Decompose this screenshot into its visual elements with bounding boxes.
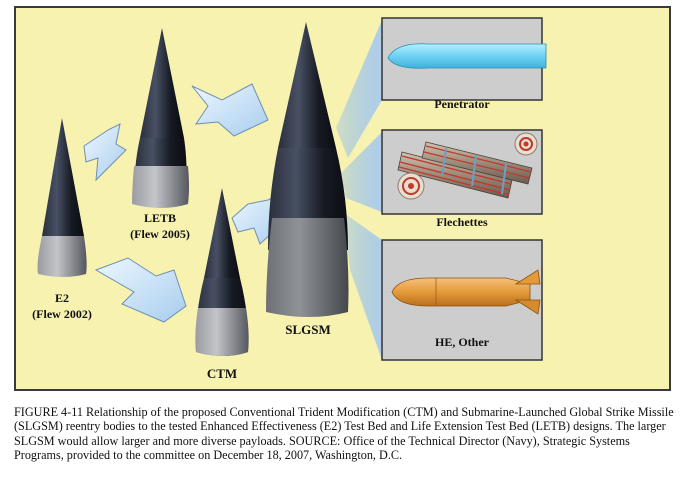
beam-he bbox=[344, 213, 382, 360]
label-slgsm: SLGSM bbox=[285, 322, 331, 337]
beam-flechettes bbox=[341, 132, 382, 212]
payload-panel-penetrator bbox=[381, 17, 547, 101]
diagram-canvas: LETB (Flew 2005) E2 (Flew 2002) SLGSM CT… bbox=[32, 17, 547, 381]
arrow-e2-to-ctm bbox=[94, 257, 187, 323]
figure-panel: LETB (Flew 2005) E2 (Flew 2002) SLGSM CT… bbox=[14, 6, 671, 391]
label-e2-flew: (Flew 2002) bbox=[32, 307, 92, 321]
payload-panel-flechettes bbox=[381, 129, 543, 215]
reentry-body-ctm bbox=[195, 188, 249, 356]
flechettes-icon bbox=[397, 132, 538, 200]
label-letb-flew: (Flew 2005) bbox=[130, 227, 190, 241]
he-bomb-icon bbox=[391, 269, 541, 315]
payload-panel-he bbox=[381, 239, 543, 361]
label-e2: E2 bbox=[55, 291, 69, 305]
beam-penetrator bbox=[336, 20, 382, 158]
figure-caption: FIGURE 4-11 Relationship of the proposed… bbox=[14, 405, 674, 463]
label-penetrator: Penetrator bbox=[434, 97, 490, 111]
penetrator-icon bbox=[387, 43, 547, 69]
label-flechettes: Flechettes bbox=[436, 215, 488, 229]
label-letb: LETB bbox=[144, 211, 176, 225]
arrow-letb-to-slgsm bbox=[191, 83, 269, 137]
arrow-e2-to-letb bbox=[83, 123, 127, 182]
reentry-body-e2 bbox=[37, 118, 87, 277]
reentry-body-slgsm bbox=[266, 22, 349, 317]
label-ctm: CTM bbox=[207, 366, 237, 381]
reentry-body-letb bbox=[132, 28, 189, 208]
label-he-other: HE, Other bbox=[435, 335, 490, 349]
